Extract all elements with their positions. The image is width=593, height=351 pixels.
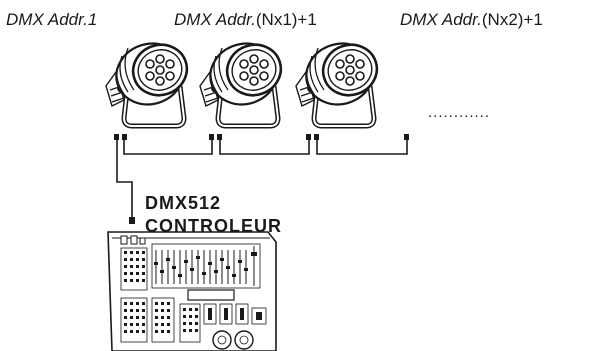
fixture-2-address-prefix: DMX Addr. <box>174 10 256 29</box>
fixture-1-address-label: DMX Addr.1 <box>6 10 97 30</box>
fixture-3-address-prefix: DMX Addr. <box>400 10 482 29</box>
controller-label-line-2: CONTROLEUR <box>145 216 282 236</box>
fixture-1-address-prefix: DMX Addr. <box>6 10 88 29</box>
fixture-2-address-label: DMX Addr.(Nx1)+1 <box>174 10 317 30</box>
fixture-1-address-value: 1 <box>87 10 98 29</box>
dmx-connectors <box>114 134 409 224</box>
controller-label-line-1: DMX512 <box>145 193 222 213</box>
dmx-controller-console <box>107 231 277 351</box>
chain-continuation-dots: ............ <box>428 104 491 121</box>
fixture-2-address-value: (Nx1)+1 <box>255 10 317 29</box>
dmx-cables <box>116 140 408 217</box>
par-fixture-2 <box>200 35 287 126</box>
fixture-3-address-value: (Nx2)+1 <box>481 10 543 29</box>
par-fixture-1 <box>106 35 193 126</box>
fixture-3-address-label: DMX Addr.(Nx2)+1 <box>400 10 543 30</box>
par-fixture-3 <box>296 35 383 126</box>
